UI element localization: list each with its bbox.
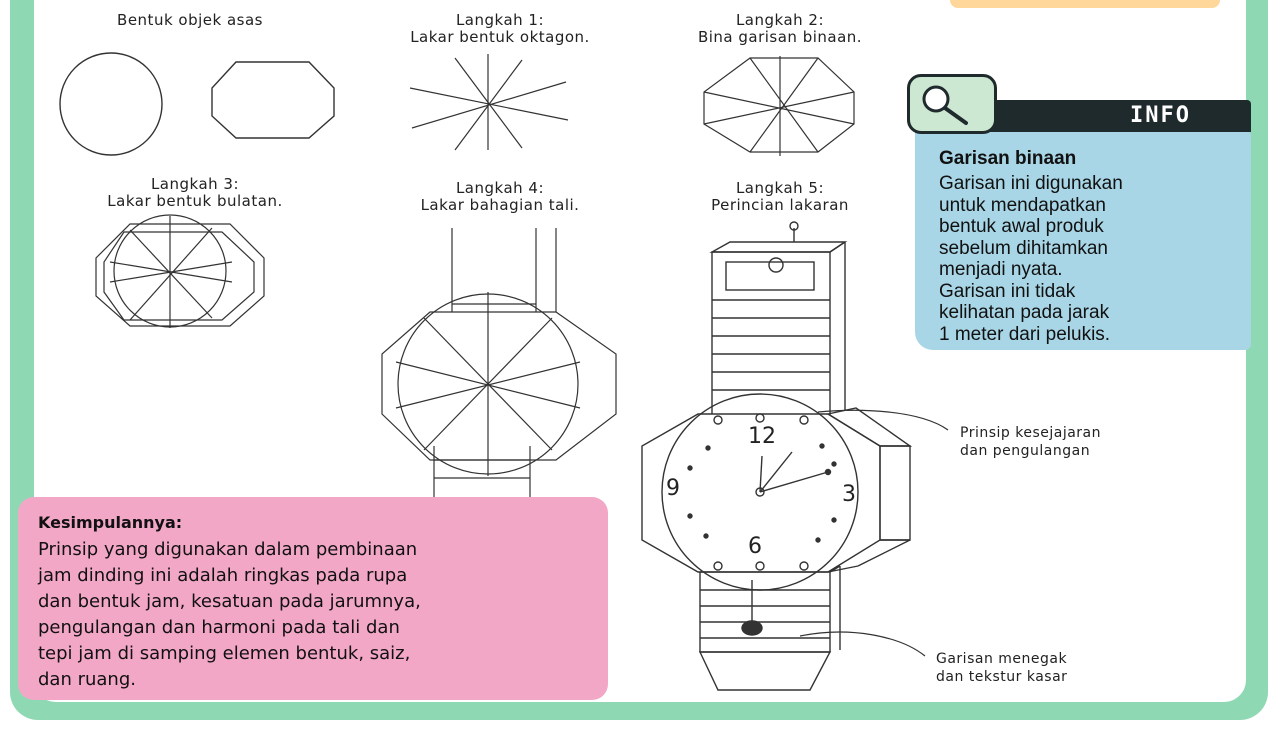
caption-step4-line1: Langkah 4: [455,179,545,197]
magnifier-icon [907,74,997,134]
caption-step5: Langkah 5: Perincian lakaran [660,180,900,214]
annotation-leader-parallel [817,409,949,431]
basic-circle-sketch [59,52,163,156]
info-box: INFO Garisan binaan Garisan ini digunaka… [907,74,1253,356]
caption-step3: Langkah 3: Lakar bentuk bulatan. [50,176,340,210]
watch-number-6: 6 [748,534,762,559]
info-line: Garisan ini digunakan [939,173,1123,194]
info-box-background [915,130,1251,350]
caption-step1-line1: Langkah 1: [455,11,545,29]
info-line: sebelum dihitamkan [939,237,1108,259]
info-line: untuk mendapatkan [939,194,1106,216]
conclusion-line: dan bentuk jam, kesatuan pada jarumnya, [38,591,421,612]
annotation-parallel: Prinsip kesejajaran dan pengulangan [960,424,1101,460]
info-body: Garisan ini digunakan untuk mendapatkan … [939,173,1239,345]
caption-step1-line2: Lakar bentuk oktagon. [410,28,590,46]
basic-octagon-sketch [211,61,335,139]
info-line: 1 meter dari pelukis. [939,323,1111,345]
caption-step2-line2: Bina garisan binaan. [697,28,863,46]
caption-basic-shapes: Bentuk objek asas [70,12,310,29]
caption-step1: Langkah 1: Lakar bentuk oktagon. [350,12,650,46]
conclusion-line: jam dinding ini adalah ringkas pada rupa [38,565,408,586]
caption-step3-line1: Langkah 3: [150,175,240,193]
conclusion-box: Kesimpulannya: Prinsip yang digunakan da… [18,497,608,700]
caption-step3-line2: Lakar bentuk bulatan. [107,192,283,210]
info-line: bentuk awal produk [939,216,1104,237]
annotation-leader-vertical [799,631,926,657]
step1-star-lines [409,54,569,151]
caption-step5-line2: Perincian lakaran [711,196,849,214]
top-tab-decoration [950,0,1220,8]
conclusion-line: Prinsip yang digunakan dalam pembinaan [38,539,418,560]
annotation-parallel-line1: Prinsip kesejajaran [960,425,1102,441]
annotation-parallel-line2: dan pengulangan [960,443,1091,459]
caption-step4-line2: Lakar bahagian tali. [420,196,580,214]
caption-basic-line2: Bentuk objek asas [117,11,263,29]
watch-number-3: 3 [842,482,856,507]
caption-step4: Langkah 4: Lakar bahagian tali. [360,180,640,214]
step3-octagon-circle [95,214,265,328]
annotation-vertical-line1: Garisan menegak [936,651,1068,667]
info-title: INFO [1130,103,1191,128]
step5-detailed-watch [641,221,913,691]
step2-octagon-construction [703,56,855,156]
info-line: menjadi nyata. [939,259,1063,280]
annotation-vertical-line2: dan tekstur kasar [936,669,1068,685]
conclusion-body: Prinsip yang digunakan dalam pembinaan j… [38,537,598,693]
caption-step5-line1: Langkah 5: [735,179,825,197]
info-line: Garisan ini tidak [939,280,1076,302]
caption-step2-line1: Langkah 2: [735,11,825,29]
conclusion-line: tepi jam di samping elemen bentuk, saiz, [38,643,411,664]
info-heading: Garisan binaan [939,148,1077,169]
annotation-vertical: Garisan menegak dan tekstur kasar [936,650,1067,686]
step4-watch-strap [381,228,617,498]
conclusion-line: pengulangan dan harmoni pada tali dan [38,617,400,638]
info-line: kelihatan pada jarak [939,302,1110,323]
caption-step2: Langkah 2: Bina garisan binaan. [650,12,910,46]
conclusion-title: Kesimpulannya: [38,513,183,532]
conclusion-line: dan ruang. [38,669,136,690]
watch-number-12: 12 [748,424,776,449]
watch-number-9: 9 [666,476,680,501]
